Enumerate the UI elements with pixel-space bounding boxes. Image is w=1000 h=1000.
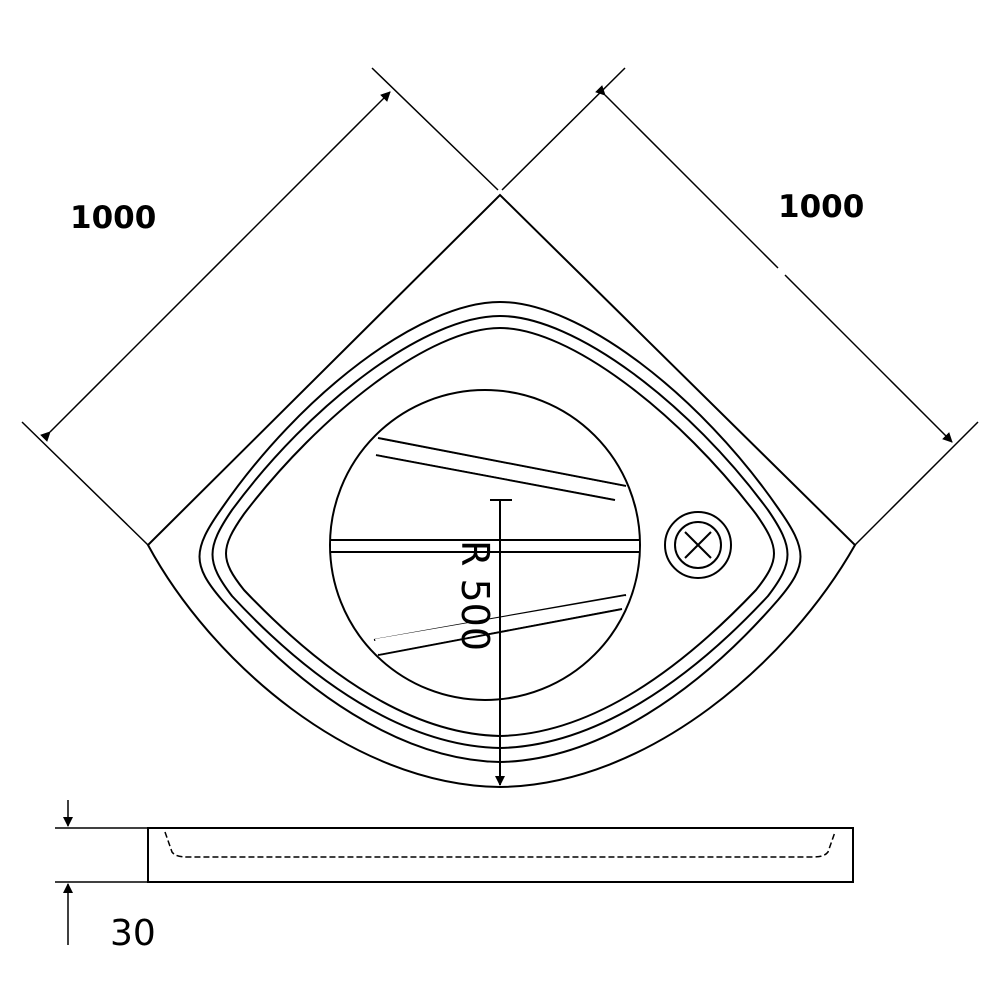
tray-basin-edge xyxy=(225,326,775,738)
drain xyxy=(664,511,732,579)
drain-outer-ring xyxy=(664,511,732,579)
anti-slip-circle xyxy=(329,389,641,701)
tray-rim-inner xyxy=(211,314,789,750)
anti-slip-stripe xyxy=(375,454,616,501)
left-extension-line-bottom xyxy=(21,421,149,546)
tray-top-view xyxy=(146,193,857,789)
tray-outer-outline xyxy=(146,193,857,789)
right-width-dimension xyxy=(501,67,979,546)
right-dimension-line-b xyxy=(784,274,953,443)
stripe-gap xyxy=(376,439,626,499)
drain-cross-line xyxy=(684,531,712,559)
left-width-label: 1000 xyxy=(70,200,156,236)
drain-inner-ring xyxy=(674,521,722,569)
right-extension-line-bottom xyxy=(854,421,979,546)
side-view-inner-basin xyxy=(164,831,836,858)
right-dimension-line-a xyxy=(595,85,779,269)
radius-label: R 500 xyxy=(453,540,497,651)
stripe-gap xyxy=(331,541,639,551)
left-width-dimension xyxy=(21,67,499,546)
tray-side-view xyxy=(55,800,854,945)
left-dimension-line xyxy=(40,91,391,442)
left-extension-line-top xyxy=(371,67,499,191)
tray-rim-outer xyxy=(198,300,802,764)
height-label: 30 xyxy=(110,913,156,954)
side-view-outline xyxy=(147,827,854,883)
anti-slip-stripe xyxy=(377,437,627,487)
radius-dimension xyxy=(490,499,512,786)
right-width-label: 1000 xyxy=(778,189,864,225)
right-extension-line-top xyxy=(501,67,626,191)
anti-slip-pattern xyxy=(329,389,641,701)
